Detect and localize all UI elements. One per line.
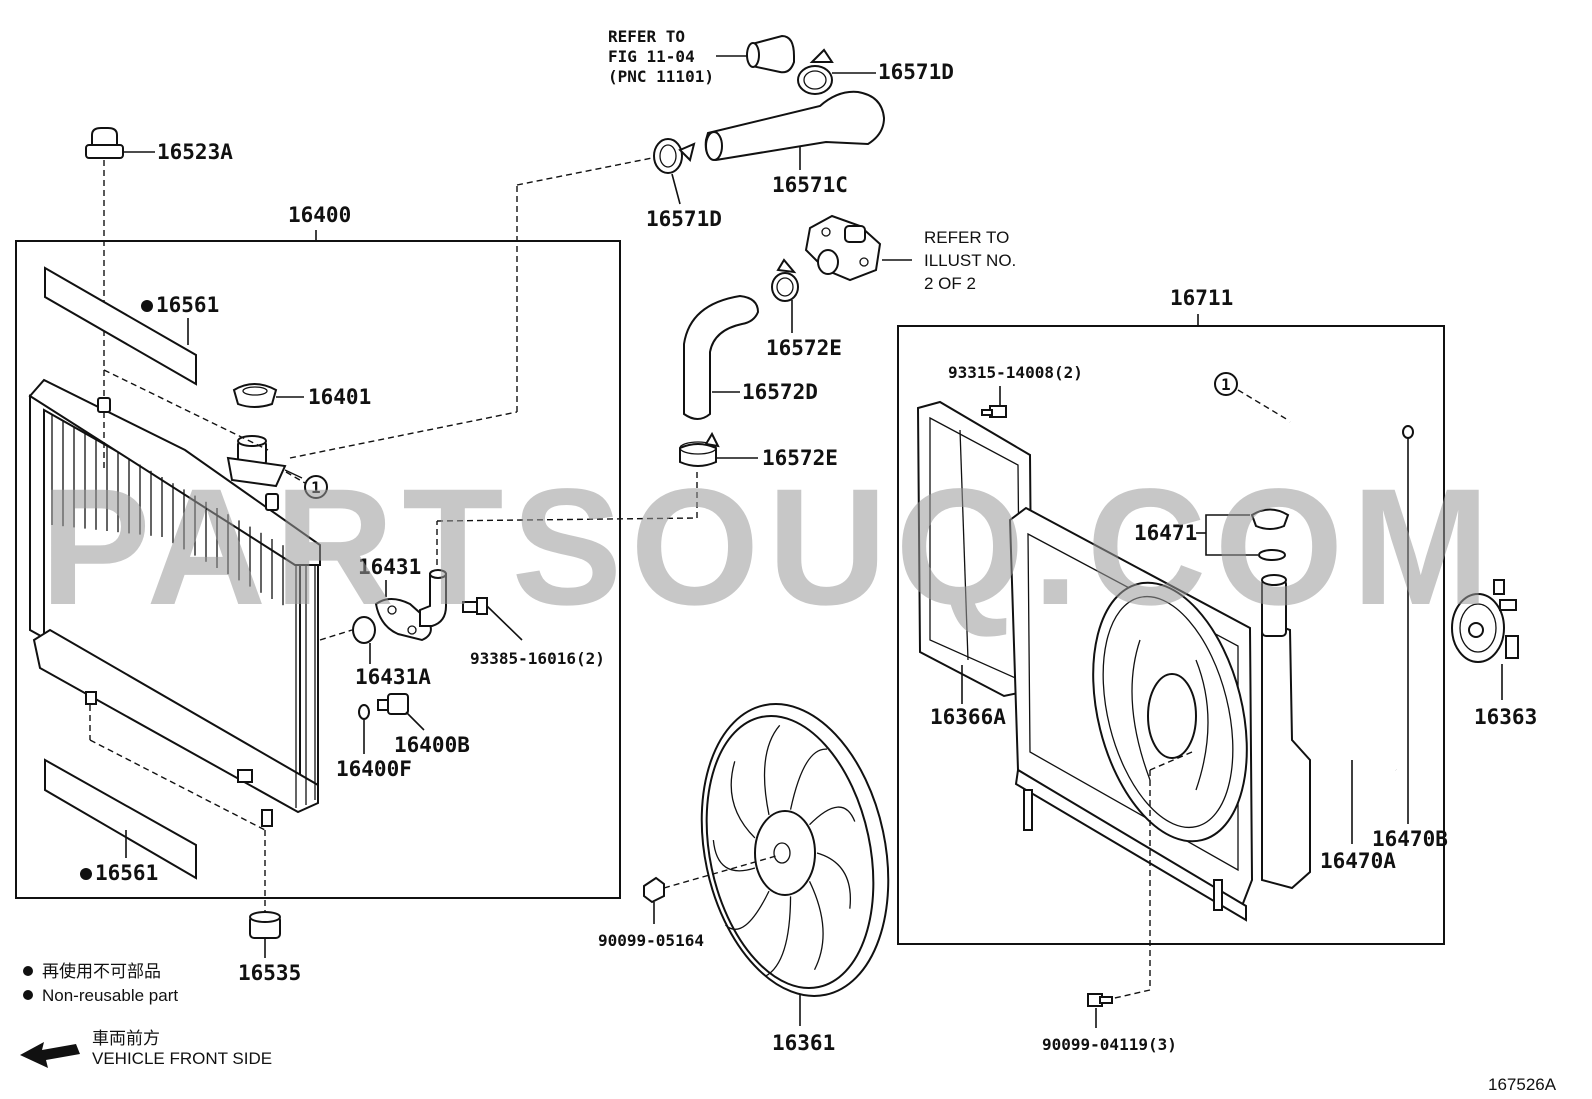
- fan-blade: [730, 761, 756, 839]
- fan-blade: [789, 748, 828, 810]
- fan-blade: [763, 724, 781, 816]
- radiator-outlet-pipe: [374, 569, 447, 642]
- callout-93315[interactable]: 93315-14008(2): [948, 363, 1083, 382]
- callout-16523A[interactable]: 16523A: [157, 140, 233, 164]
- callout-16401[interactable]: 16401: [308, 385, 371, 409]
- radiator-outlet-hose: [683, 294, 760, 420]
- fan-shroud-assembly-box: [897, 325, 1445, 945]
- hose-clamp-16572E-lower: [679, 431, 720, 467]
- fan-blade: [725, 890, 770, 930]
- callout-16561-lower[interactable]: 16561: [95, 861, 158, 885]
- radiator-cap: [232, 383, 278, 408]
- fan-blade: [809, 806, 856, 826]
- reference-circle-left-label: 1: [311, 478, 321, 497]
- reservoir-cap-gasket: [1258, 549, 1286, 561]
- callout-16366A[interactable]: 16366A: [930, 705, 1006, 729]
- radiator-seal-lower: [44, 758, 197, 880]
- radiator-core: [28, 378, 321, 827]
- fan-shroud: [1008, 506, 1254, 922]
- reference-circle-right-label: 1: [1221, 375, 1231, 394]
- callout-16431A[interactable]: 16431A: [355, 665, 431, 689]
- water-outlet-pipe: [746, 34, 795, 74]
- drain-cock: [377, 693, 409, 715]
- fan-nut: [643, 876, 665, 904]
- callout-16571C[interactable]: 16571C: [772, 173, 848, 197]
- cooling-fan: [700, 703, 890, 997]
- reservoir-cap: [1250, 508, 1290, 530]
- hose-clamp-16571D-lower: [653, 138, 696, 174]
- screw-90099-04119: [1087, 993, 1113, 1007]
- callout-16572D[interactable]: 16572D: [742, 380, 818, 404]
- fan-blade: [816, 852, 852, 909]
- callout-16363[interactable]: 16363: [1474, 705, 1537, 729]
- callout-16471[interactable]: 16471: [1134, 521, 1197, 545]
- fan-blade: [712, 840, 756, 872]
- non-reusable-dot-jp: [23, 966, 33, 976]
- diagram-id: 167526A: [1488, 1075, 1557, 1094]
- refer-right-line1: REFER TO: [924, 228, 1009, 247]
- callout-16572E-lower[interactable]: 16572E: [762, 446, 838, 470]
- front-arrow-icon: [20, 1042, 80, 1068]
- legend-jp: 再使用不可部品: [42, 961, 161, 981]
- callout-16561-upper[interactable]: 16561: [156, 293, 219, 317]
- radiator-support-cushion-upper: [85, 127, 124, 159]
- callout-16572E-upper[interactable]: 16572E: [766, 336, 842, 360]
- refer-top-line1: REFER TO: [608, 27, 685, 46]
- callout-16571D-lower[interactable]: 16571D: [646, 207, 722, 231]
- hose-clamp-16572E-upper: [771, 258, 799, 302]
- callout-16711[interactable]: 16711: [1170, 286, 1233, 310]
- radiator-support-cushion-lower: [249, 911, 281, 939]
- radiator-inlet-hose: [704, 90, 886, 162]
- refer-right-line3: 2 OF 2: [924, 274, 976, 293]
- watermark: PARTSOUQ.COM: [40, 455, 1498, 640]
- fan-blade: [808, 881, 824, 971]
- callout-16431[interactable]: 16431: [358, 555, 421, 579]
- radiator-seal-upper: [44, 266, 197, 386]
- fan-motor: [1451, 579, 1519, 663]
- callout-16400[interactable]: 16400: [288, 203, 351, 227]
- non-reusable-dot-en: [23, 990, 33, 1000]
- callout-90099-05164[interactable]: 90099-05164: [598, 931, 704, 950]
- drain-cock-oring: [358, 704, 370, 720]
- outlet-gasket: [352, 616, 376, 644]
- radiator-assembly-box: [15, 240, 621, 899]
- water-inlet-housing: [804, 214, 882, 282]
- callout-16470B[interactable]: 16470B: [1372, 827, 1448, 851]
- legend-en: Non-reusable part: [42, 986, 178, 1005]
- reference-circle-left: [304, 475, 328, 499]
- reference-circle-right: [1214, 372, 1238, 396]
- refer-top-line2: FIG 11-04: [608, 47, 695, 66]
- callout-16470A[interactable]: 16470A: [1320, 849, 1396, 873]
- callout-16571D-upper[interactable]: 16571D: [878, 60, 954, 84]
- callout-16361[interactable]: 16361: [772, 1031, 835, 1055]
- front-en: VEHICLE FRONT SIDE: [92, 1049, 272, 1068]
- hose-clamp-16571D-upper: [797, 48, 834, 95]
- callout-93385[interactable]: 93385-16016(2): [470, 649, 605, 668]
- coolant-reservoir: [1261, 574, 1311, 890]
- front-jp: 車両前方: [92, 1029, 160, 1048]
- bolt-93315: [981, 405, 1007, 418]
- callout-16400F[interactable]: 16400F: [336, 757, 412, 781]
- callout-16400B[interactable]: 16400B: [394, 733, 470, 757]
- fan-blade: [765, 896, 792, 977]
- hose-clip: [1402, 425, 1414, 439]
- callout-16535[interactable]: 16535: [238, 961, 301, 985]
- refer-top-line3: (PNC 11101): [608, 67, 714, 86]
- callout-90099-04119[interactable]: 90099-04119(3): [1042, 1035, 1177, 1054]
- refer-right-line2: ILLUST NO.: [924, 251, 1016, 270]
